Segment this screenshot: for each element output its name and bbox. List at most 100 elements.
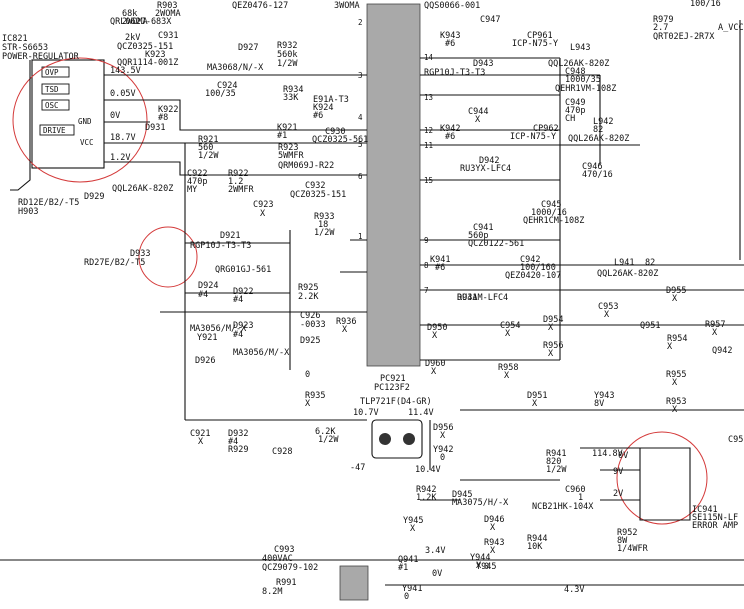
svg-text:C928: C928 [272, 447, 292, 457]
svg-text:6.2K: 6.2K [315, 427, 336, 437]
svg-text:R925: R925 [298, 283, 318, 293]
svg-text:RU3YX-LFC4: RU3YX-LFC4 [460, 164, 511, 174]
svg-text:1: 1 [578, 493, 583, 503]
svg-text:QCZ0325-151: QCZ0325-151 [290, 190, 346, 200]
top-labels: R903 2WOMA QRL062J-683X QEZ0476-127 3WOM… [110, 0, 744, 69]
svg-text:D945: D945 [452, 490, 472, 500]
svg-text:8V: 8V [594, 399, 604, 409]
svg-text:2WOMA: 2WOMA [122, 17, 148, 27]
svg-text:D960: D960 [425, 359, 445, 369]
svg-text:RD27E/B2/-T5: RD27E/B2/-T5 [84, 258, 145, 268]
svg-text:R941: R941 [546, 449, 566, 459]
svg-text:Y942: Y942 [433, 445, 453, 455]
highlight-circle-d933 [138, 226, 198, 288]
svg-text:NCB21HK-104X: NCB21HK-104X [532, 502, 594, 512]
svg-text:#6: #6 [445, 132, 455, 142]
svg-text:Q941: Q941 [398, 555, 418, 565]
svg-text:#4: #4 [198, 290, 208, 300]
svg-text:1.2K: 1.2K [416, 493, 437, 503]
svg-text:D946: D946 [484, 515, 504, 525]
svg-text:D927: D927 [238, 43, 258, 53]
svg-text:1000/35: 1000/35 [565, 75, 601, 85]
svg-text:D954: D954 [543, 315, 563, 325]
svg-text:POWER-REGULATOR: POWER-REGULATOR [2, 52, 80, 62]
pc921-photo [403, 433, 415, 445]
svg-text:QCZ0325-151: QCZ0325-151 [117, 42, 173, 52]
svg-text:10K: 10K [527, 542, 543, 552]
svg-text:18.7V: 18.7V [110, 133, 136, 143]
svg-text:X: X [198, 437, 204, 447]
svg-text:X: X [548, 349, 554, 359]
svg-text:#4: #4 [233, 330, 243, 340]
svg-text:1.2V: 1.2V [110, 153, 130, 163]
svg-text:1/2W: 1/2W [546, 465, 567, 475]
svg-text:4.3V: 4.3V [564, 585, 584, 595]
svg-text:15: 15 [424, 176, 433, 185]
svg-text:X: X [432, 331, 438, 341]
svg-text:MA3056/M/-X: MA3056/M/-X [190, 324, 247, 334]
svg-text:R922: R922 [228, 169, 248, 179]
svg-text:1/2W: 1/2W [318, 435, 339, 445]
svg-text:R923: R923 [278, 143, 298, 153]
svg-text:ICP-N75-Y: ICP-N75-Y [510, 132, 556, 142]
svg-text:C945: C945 [541, 200, 561, 210]
svg-text:R903: R903 [157, 1, 177, 11]
svg-text:R935: R935 [305, 391, 325, 401]
svg-text:C926: C926 [300, 311, 320, 321]
svg-text:ICP-N75-Y: ICP-N75-Y [512, 39, 558, 49]
svg-text:QQS0066-001: QQS0066-001 [424, 1, 480, 11]
svg-text:82: 82 [645, 258, 655, 268]
svg-text:6: 6 [358, 172, 363, 181]
svg-text:Y945: Y945 [476, 562, 496, 572]
svg-text:X: X [532, 399, 538, 409]
svg-text:0: 0 [305, 370, 310, 380]
svg-text:#4: #4 [233, 295, 243, 305]
svg-text:560p: 560p [468, 231, 488, 241]
svg-text:560: 560 [198, 143, 213, 153]
svg-text:C932: C932 [305, 181, 325, 191]
svg-text:R954: R954 [667, 334, 687, 344]
svg-text:X: X [342, 325, 348, 335]
svg-text:R958: R958 [498, 363, 518, 373]
svg-text:1: 1 [358, 232, 363, 241]
svg-text:18: 18 [318, 220, 328, 230]
svg-text:CP961: CP961 [527, 31, 553, 41]
svg-text:X: X [672, 405, 678, 415]
svg-text:820: 820 [546, 457, 561, 467]
svg-text:C941: C941 [473, 223, 493, 233]
svg-text:2.7: 2.7 [653, 23, 668, 33]
svg-text:R991: R991 [276, 578, 296, 588]
svg-text:470p: 470p [565, 106, 585, 116]
svg-text:470p: 470p [187, 177, 207, 187]
svg-text:C993: C993 [274, 545, 294, 555]
svg-text:#6: #6 [435, 263, 445, 273]
svg-text:RGP10J-T3-T3: RGP10J-T3-T3 [190, 241, 251, 251]
svg-text:11: 11 [424, 141, 433, 150]
svg-text:MA3075/H/-X: MA3075/H/-X [452, 498, 509, 508]
svg-text:560k: 560k [277, 50, 297, 60]
svg-text:C944: C944 [468, 107, 488, 117]
svg-text:X: X [712, 328, 718, 338]
wiring [0, 20, 744, 586]
svg-text:QEZ0420-107: QEZ0420-107 [505, 271, 561, 281]
ic821-osc-box [41, 99, 70, 111]
svg-text:2: 2 [358, 18, 363, 27]
mid-labels: C923 X D921 RGP10J-T3-T3 QRG01GJ-561 R93… [84, 200, 365, 473]
svg-text:D950: D950 [427, 323, 447, 333]
svg-text:10.4V: 10.4V [415, 465, 441, 475]
svg-text:R929: R929 [228, 445, 248, 455]
svg-text:X: X [504, 371, 510, 381]
svg-text:R921: R921 [198, 135, 218, 145]
svg-text:4: 4 [358, 113, 363, 122]
svg-text:TSD: TSD [45, 85, 59, 94]
svg-text:IC821: IC821 [2, 34, 28, 44]
svg-text:RGP10J-T3-T3: RGP10J-T3-T3 [424, 68, 485, 78]
svg-text:82: 82 [593, 125, 603, 135]
svg-text:X: X [475, 115, 481, 125]
svg-text:R952: R952 [617, 528, 637, 538]
svg-text:Y943: Y943 [594, 391, 614, 401]
transformer-pins: 2 3 4 5 6 1 14 13 12 11 15 9 8 7 [358, 18, 434, 295]
svg-text:R932: R932 [277, 41, 297, 51]
svg-text:0: 0 [404, 592, 409, 602]
svg-text:R944: R944 [527, 534, 547, 544]
